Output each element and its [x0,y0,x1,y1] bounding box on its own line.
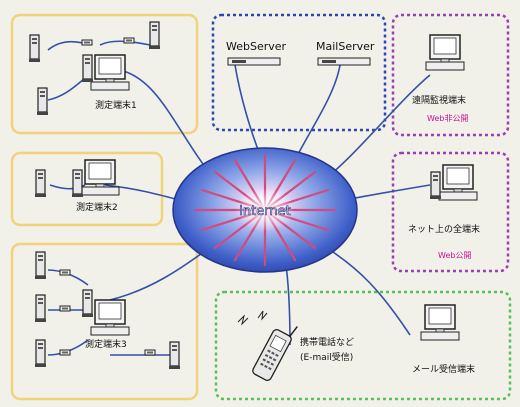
mobile-label: 携帯電話など [300,336,354,348]
signal-icon [237,314,249,326]
server-icon [34,251,47,280]
tower-icon [81,54,94,83]
tower-icon [429,171,442,200]
mobile-group-frame [214,290,512,401]
server-icon [36,87,49,116]
terminal1-group-frame [10,13,199,135]
pc-icon [80,159,120,196]
server-icon [28,34,41,63]
server-icon [168,341,181,370]
mail-terminal-label: メール受信端末 [412,363,475,375]
server-icon [148,21,161,50]
mail-server-icon [317,57,371,66]
tower-icon [71,169,84,198]
web-server-label: WebServer [226,40,287,53]
all-terminal-label: ネット上の全端末 [408,223,480,235]
sensor-icon [59,269,71,276]
pc-icon [90,299,130,336]
web-server-icon [227,57,281,66]
terminal2-label: 測定端末2 [76,201,118,213]
signal-icon [257,310,268,321]
sensor-icon [81,39,93,46]
server-icon [34,294,47,323]
server-group-frame [211,13,387,132]
tower-icon [81,289,94,318]
sensor-icon [123,37,135,44]
mobile-phone-icon [252,326,298,382]
terminal3-label: 測定端末3 [85,338,127,350]
sensor-icon [59,305,71,312]
internet-cloud [172,147,358,273]
terminal3-group-frame [10,242,199,401]
pc-icon [420,304,460,341]
terminal2-group-frame [10,151,164,227]
all-terminal-group-frame [391,151,510,273]
pc-icon [438,164,478,201]
remote-terminal-label: 遠隔監視端末 [412,94,466,106]
all-terminal-sub-label: Web公開 [438,251,471,260]
sensor-icon [59,349,71,356]
pc-icon [425,34,465,71]
pc-icon [90,54,130,91]
sensor-icon [144,349,156,356]
remote-group-frame [391,13,510,137]
terminal1-label: 測定端末1 [95,99,137,111]
server-icon [34,339,47,368]
server-icon [34,169,47,198]
remote-sub-label: Web非公開 [427,113,468,123]
internet-label: internet [239,204,290,219]
mobile-sub-label: (E-mail受信) [300,351,353,363]
mail-server-label: MailServer [316,40,375,53]
